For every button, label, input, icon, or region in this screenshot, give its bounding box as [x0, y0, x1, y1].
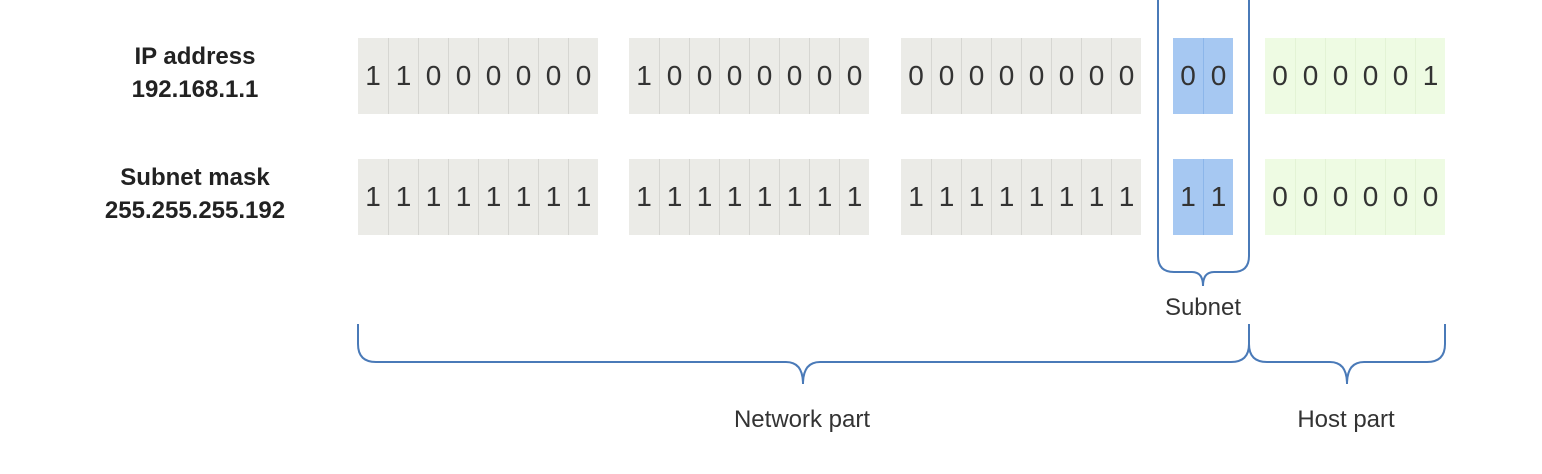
bit-cell: 0 — [931, 38, 961, 114]
bit-cell: 1 — [749, 159, 779, 235]
subnet-bracket — [1157, 0, 1250, 287]
bit-cell: 1 — [365, 60, 381, 91]
bit-cell: 1 — [809, 159, 839, 235]
network-part-label: Network part — [733, 406, 871, 433]
bit-cell: 1 — [448, 159, 478, 235]
bit-cell: 1 — [418, 159, 448, 235]
bit-cell: 0 — [448, 38, 478, 114]
ip-address-value: 192.168.1.1 — [131, 76, 259, 103]
bit-cell: 1 — [779, 159, 809, 235]
bit-cell: 1 — [659, 159, 689, 235]
bit-cell: 0 — [1111, 38, 1141, 114]
bit-cell: 1 — [991, 159, 1021, 235]
ip-octet-3: 0 0 0 0 0 0 0 0 — [901, 38, 1141, 114]
mask-octet-1: 1 1 1 1 1 1 1 1 — [358, 159, 598, 235]
subnet-mask-label: Subnet mask 255.255.255.192 — [60, 161, 330, 227]
bit-cell: 0 — [1180, 60, 1196, 91]
ip-octet-1: 1 1 0 0 0 0 0 0 — [358, 38, 598, 114]
bit-cell: 0 — [1051, 38, 1081, 114]
ip-host-bits: 0 0 0 0 0 1 — [1265, 38, 1445, 114]
bit-cell: 1 — [636, 60, 652, 91]
bit-cell: 1 — [1180, 181, 1196, 212]
bit-cell: 0 — [689, 38, 719, 114]
bit-cell: 1 — [1051, 159, 1081, 235]
bit-cell: 0 — [991, 38, 1021, 114]
bit-cell: 0 — [568, 38, 598, 114]
bit-cell: 1 — [568, 159, 598, 235]
bit-cell: 0 — [1203, 38, 1233, 114]
bit-cell: 0 — [1385, 38, 1415, 114]
bit-cell: 1 — [961, 159, 991, 235]
bit-cell: 1 — [508, 159, 538, 235]
bit-cell: 0 — [749, 38, 779, 114]
bit-cell: 1 — [538, 159, 568, 235]
bit-cell: 1 — [1021, 159, 1051, 235]
network-brace — [357, 324, 1250, 385]
bit-cell: 1 — [1415, 38, 1445, 114]
bit-cell: 0 — [1385, 159, 1415, 235]
subnet-mask-title: Subnet mask — [120, 164, 270, 191]
ip-subnet-bits: 0 0 — [1173, 38, 1233, 114]
bit-cell: 0 — [1355, 159, 1385, 235]
bit-cell: 1 — [365, 181, 381, 212]
bit-cell: 0 — [809, 38, 839, 114]
bit-cell: 0 — [478, 38, 508, 114]
bit-cell: 0 — [1325, 38, 1355, 114]
bit-cell: 1 — [478, 159, 508, 235]
bit-cell: 0 — [839, 38, 869, 114]
bit-cell: 1 — [719, 159, 749, 235]
bit-cell: 1 — [1111, 159, 1141, 235]
mask-subnet-bits: 1 1 — [1173, 159, 1233, 235]
bit-cell: 0 — [1081, 38, 1111, 114]
bit-cell: 0 — [719, 38, 749, 114]
bit-cell: 1 — [388, 38, 418, 114]
bit-cell: 0 — [1021, 38, 1051, 114]
bit-cell: 1 — [689, 159, 719, 235]
bit-cell: 1 — [1081, 159, 1111, 235]
ip-address-label: IP address 192.168.1.1 — [60, 40, 330, 106]
bit-cell: 1 — [388, 159, 418, 235]
bit-cell: 1 — [908, 181, 924, 212]
bit-cell: 0 — [908, 60, 924, 91]
mask-octet-2: 1 1 1 1 1 1 1 1 — [629, 159, 869, 235]
bit-cell: 0 — [418, 38, 448, 114]
ip-address-title: IP address — [134, 43, 256, 70]
bit-cell: 0 — [779, 38, 809, 114]
mask-host-bits: 0 0 0 0 0 0 — [1265, 159, 1445, 235]
bit-cell: 1 — [1203, 159, 1233, 235]
bit-cell: 0 — [1272, 60, 1288, 91]
host-part-label: Host part — [1297, 406, 1395, 433]
host-brace — [1248, 324, 1446, 385]
ip-octet-2: 1 0 0 0 0 0 0 0 — [629, 38, 869, 114]
bit-cell: 1 — [839, 159, 869, 235]
bit-cell: 0 — [1355, 38, 1385, 114]
bit-cell: 0 — [508, 38, 538, 114]
bit-cell: 0 — [659, 38, 689, 114]
bit-cell: 0 — [1415, 159, 1445, 235]
mask-octet-3: 1 1 1 1 1 1 1 1 — [901, 159, 1141, 235]
subnet-mask-value: 255.255.255.192 — [104, 197, 286, 224]
bit-cell: 0 — [1325, 159, 1355, 235]
bit-cell: 1 — [931, 159, 961, 235]
bit-cell: 0 — [1295, 159, 1325, 235]
bit-cell: 0 — [1295, 38, 1325, 114]
bit-cell: 1 — [636, 181, 652, 212]
bit-cell: 0 — [538, 38, 568, 114]
bit-cell: 0 — [1272, 181, 1288, 212]
subnet-label: Subnet — [1164, 294, 1242, 321]
bit-cell: 0 — [961, 38, 991, 114]
